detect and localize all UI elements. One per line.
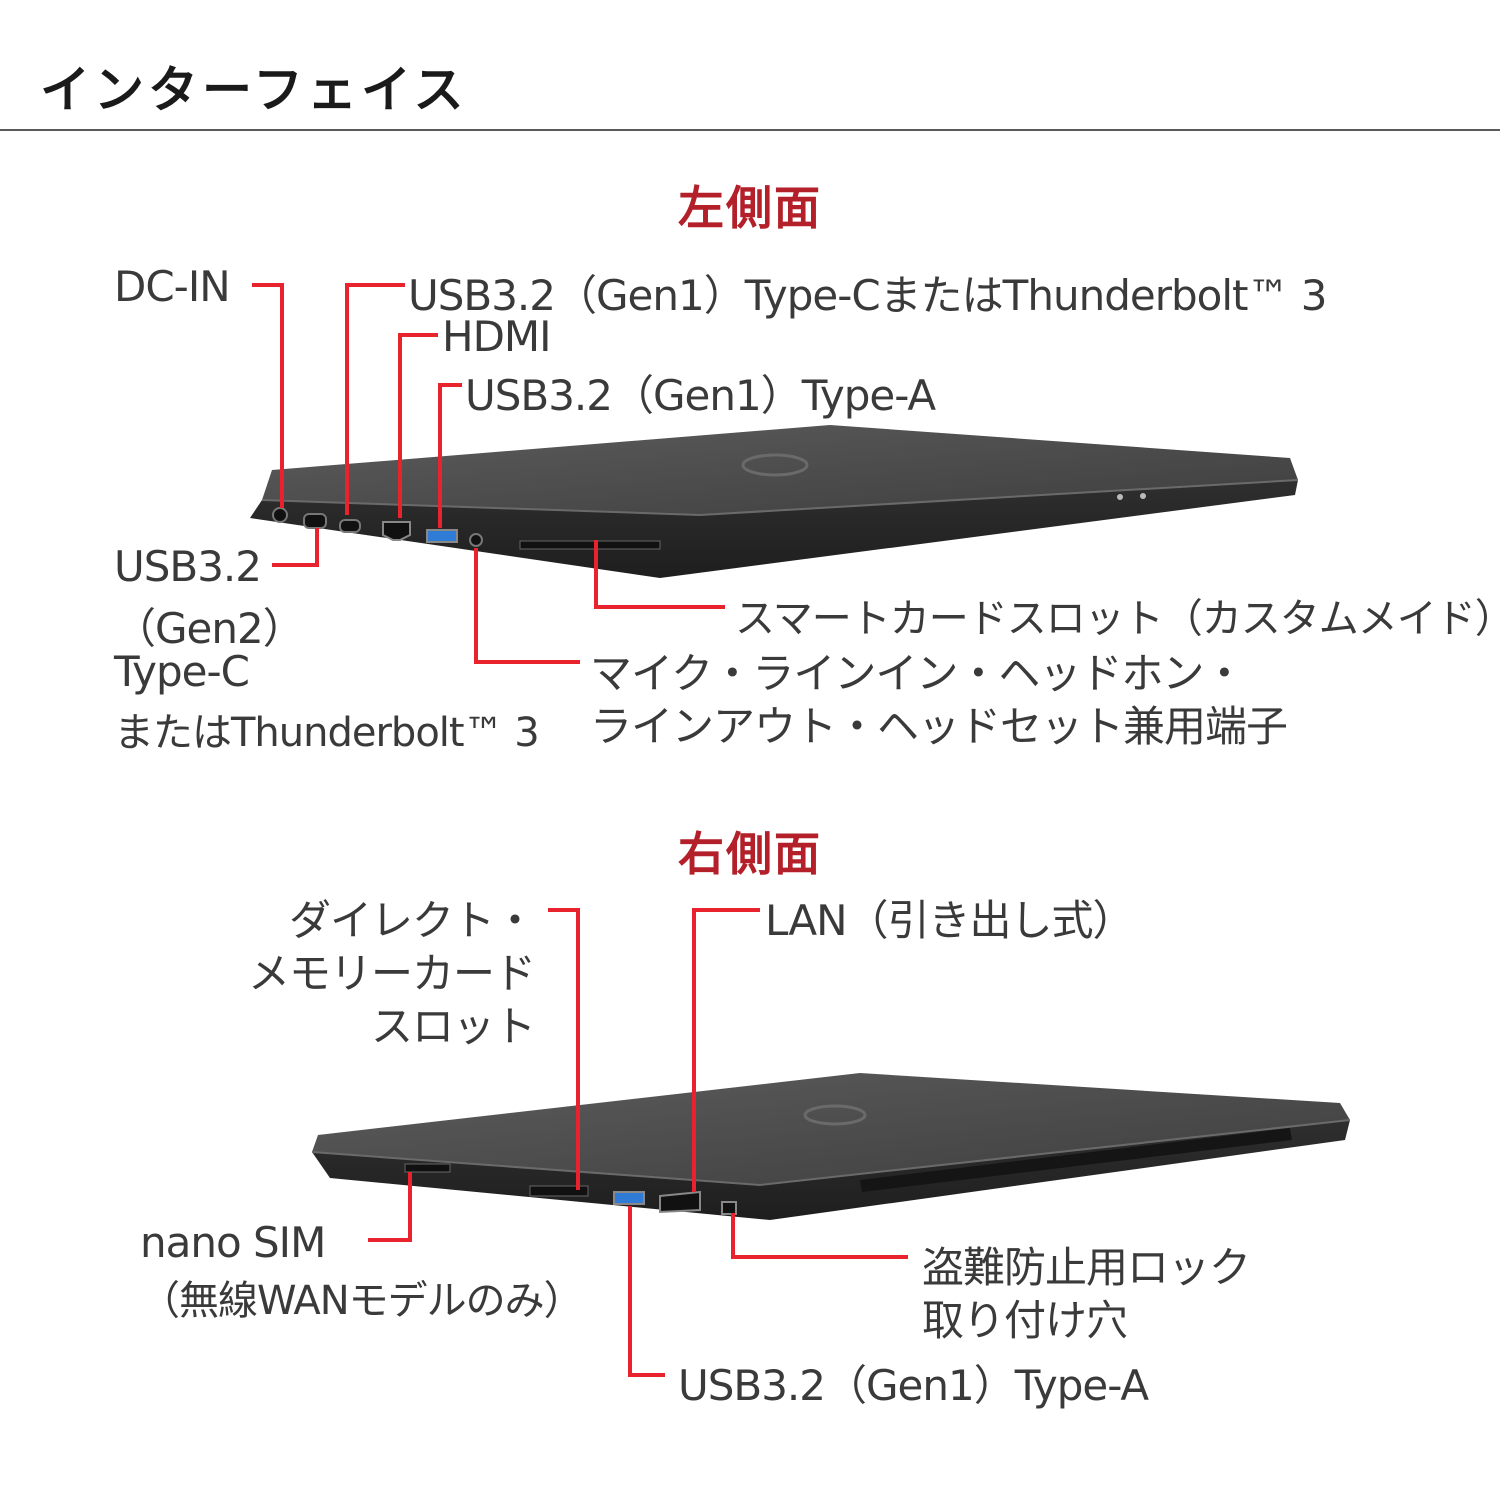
label-nano-sim-line2: （無線WANモデルのみ） (140, 1278, 584, 1324)
security-lock-slot-icon (721, 1201, 737, 1215)
label-lan: LAN（引き出し式） (765, 896, 1135, 945)
label-lock-line2: 取り付け穴 (922, 1296, 1128, 1345)
label-memory-card-line3: スロット (370, 1002, 536, 1051)
laptop-right-view (311, 1073, 1351, 1220)
page-title: インターフェイス (40, 61, 468, 119)
nano-sim-slot-icon (404, 1163, 451, 1173)
title-divider (0, 129, 1500, 131)
label-dc-in: DC-IN (114, 262, 231, 311)
smartcard-slot-icon (519, 540, 661, 550)
usb-a-right-port-icon (613, 1191, 645, 1205)
label-lock-line1: 盗難防止用ロック (922, 1243, 1251, 1292)
label-usb-gen2-line4: またはThunderbolt™ 3 (114, 710, 540, 756)
label-memory-card-line1: ダイレクト・ (288, 896, 536, 945)
right-callout-lines (368, 908, 908, 1377)
label-usb-gen2-line2: （Gen2） (114, 604, 305, 653)
hdmi-port-icon (382, 521, 411, 541)
label-smartcard-slot: スマートカードスロット（カスタムメイド） (735, 596, 1500, 642)
label-audio-line2: ラインアウト・ヘッドセット兼用端子 (590, 702, 1288, 751)
left-callout-lines (252, 283, 725, 664)
usb-a-port-icon (426, 529, 458, 543)
dc-in-port-icon (272, 507, 288, 523)
label-memory-card-line2: メモリーカード (247, 949, 536, 998)
lan-port-icon (659, 1190, 701, 1214)
usb-c-gen1-port-icon (339, 519, 361, 533)
right-side-title: 右側面 (678, 827, 822, 881)
label-usb-c-thunderbolt: USB3.2（Gen1）Type-CまたはThunderbolt™ 3 (408, 271, 1328, 320)
label-nano-sim-line1: nano SIM (140, 1218, 326, 1267)
label-audio-line1: マイク・ラインイン・ヘッドホン・ (590, 649, 1245, 698)
laptop-left-view (250, 425, 1299, 578)
label-usb-gen2-line3: Type-C (114, 647, 250, 696)
label-usb-gen2-line1: USB3.2 (114, 542, 262, 591)
label-usb-a-left: USB3.2（Gen1）Type-A (465, 371, 936, 420)
usb-c-gen2-port-icon (303, 513, 327, 529)
label-usb-a-right: USB3.2（Gen1）Type-A (678, 1361, 1149, 1410)
memory-card-slot-icon (529, 1185, 589, 1197)
audio-jack-icon (469, 533, 483, 547)
label-hdmi: HDMI (442, 312, 552, 361)
left-side-title: 左側面 (678, 181, 822, 235)
